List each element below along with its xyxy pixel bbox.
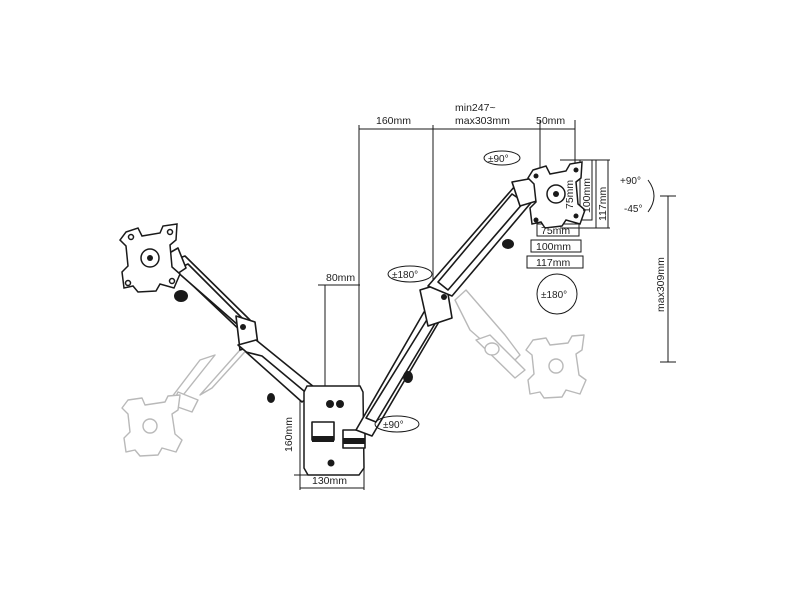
left-vesa-plate xyxy=(119,223,181,293)
vesa-label-75-w: 75mm xyxy=(541,225,570,237)
rot-label-tilt-down: -45° xyxy=(624,204,642,215)
right-vesa-plate xyxy=(527,161,586,229)
dim-label-80: 80mm xyxy=(326,272,355,284)
ghost-right-vesa-plate xyxy=(525,334,587,399)
dim-label-50: 50mm xyxy=(536,115,565,127)
dim-label-160-base: 160mm xyxy=(283,417,295,452)
vesa-label-100-h: 100mm xyxy=(581,178,593,213)
rot-label-rotate-head: ±180° xyxy=(541,290,567,301)
ghost-left-vesa-plate xyxy=(121,394,183,457)
rot-label-tilt-up: +90° xyxy=(620,176,641,187)
vesa-label-75-h: 75mm xyxy=(564,180,576,209)
rot-label-swivel-mid: ±180° xyxy=(392,270,418,281)
swivel-mid-symbol xyxy=(387,265,433,283)
left-arm xyxy=(165,247,331,413)
rotate-head-symbol xyxy=(536,273,578,315)
dim-label-min: min247~ xyxy=(455,102,496,114)
rot-label-swivel-base: ±90° xyxy=(383,420,404,431)
swivel-base-symbol xyxy=(374,415,420,433)
vesa-label-100-w: 100mm xyxy=(536,241,571,253)
right-arm xyxy=(355,177,541,437)
dim-label-160-top: 160mm xyxy=(376,115,411,127)
dim-label-130: 130mm xyxy=(312,475,347,487)
vesa-label-117-h: 117mm xyxy=(597,187,609,221)
vesa-label-117-w: 117mm xyxy=(536,257,570,269)
swivel-top-symbol xyxy=(483,150,521,166)
ghost-right-arm xyxy=(454,289,526,379)
dim-label-max: max303mm xyxy=(455,115,510,127)
wall-mount-plate xyxy=(303,385,366,476)
tilt-symbol xyxy=(647,179,655,213)
dim-label-max309: max309mm xyxy=(655,257,667,312)
rot-label-swivel-top: ±90° xyxy=(488,154,509,165)
